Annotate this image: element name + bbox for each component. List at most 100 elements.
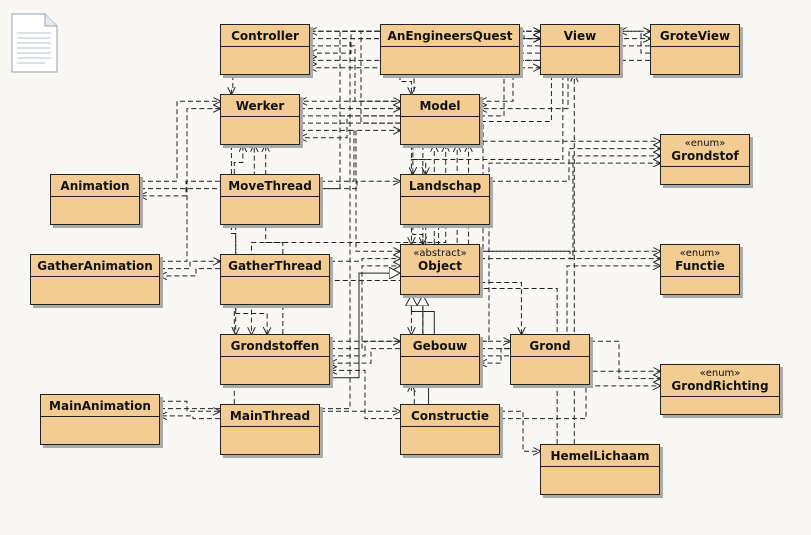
- dependency-edge-grondstoffen-werker: [266, 145, 284, 334]
- class-name: GroteView: [659, 29, 731, 43]
- class-anengineersquest[interactable]: AnEngineersQuest: [380, 24, 520, 75]
- dependency-edge-movethread-animation: [140, 180, 220, 196]
- dependency-edge-movethread-landschap: [320, 181, 400, 190]
- class-view[interactable]: View: [540, 24, 620, 75]
- class-stereotype: «enum»: [684, 138, 726, 149]
- class-name: Object: [418, 259, 462, 273]
- dependency-edge-view-landschap: [413, 75, 552, 174]
- class-object[interactable]: «abstract»Object: [400, 244, 480, 295]
- class-functie[interactable]: «enum»Functie: [660, 244, 740, 295]
- class-separator: [31, 276, 159, 277]
- class-groteview[interactable]: GroteView: [650, 24, 740, 75]
- class-name: GrondRichting: [671, 379, 769, 393]
- class-name: Constructie: [410, 409, 490, 423]
- class-name: Landschap: [408, 179, 482, 193]
- dependency-edge-gatherthread-object: [330, 259, 400, 262]
- dependency-edge-constructie-hemellichaam: [500, 410, 540, 451]
- document-icon: [11, 13, 59, 77]
- dependency-edge-model-controller: [310, 31, 400, 124]
- dependency-edge-movethread-model: [320, 130, 400, 182]
- class-separator: [541, 466, 659, 467]
- class-separator: [401, 116, 479, 117]
- dependency-edge-gatheranimation-werker: [160, 109, 220, 262]
- dependency-edge-anengineersquest-view: [520, 30, 540, 38]
- class-gatheranimation[interactable]: GatherAnimation: [30, 254, 160, 305]
- class-separator: [41, 416, 159, 417]
- dependency-edge-werker-object: [300, 129, 400, 251]
- class-separator: [221, 426, 319, 427]
- class-grondstof[interactable]: «enum»Grondstof: [660, 134, 750, 185]
- class-separator: [221, 46, 309, 47]
- class-separator: [221, 276, 329, 277]
- dependency-edge-grond-grondrichting: [590, 340, 660, 378]
- dependency-edge-model-werker: [300, 115, 400, 138]
- class-name: GatherAnimation: [37, 259, 153, 273]
- class-stereotype: «enum»: [699, 368, 741, 379]
- class-grondstoffen[interactable]: Grondstoffen: [220, 334, 330, 385]
- dependency-edge-anengineersquest-controller: [310, 30, 380, 53]
- dependency-edge-model-landschap: [410, 145, 425, 174]
- class-separator: [221, 116, 299, 117]
- class-separator: [221, 356, 329, 357]
- dependency-edge-gatherthread-gatheranimation: [160, 268, 220, 276]
- dependency-edge-view-werker: [300, 59, 540, 101]
- dependency-edge-groteview-view: [620, 31, 650, 54]
- class-name: Grond: [529, 339, 571, 353]
- dependency-edge-anengineersquest-model: [399, 75, 411, 94]
- dependency-edge-landschap-object: [412, 225, 423, 244]
- class-name: AnEngineersQuest: [387, 29, 513, 43]
- class-separator: [661, 166, 749, 167]
- class-name: Gebouw: [412, 339, 468, 353]
- dependency-edge-gatherthread-grondstoffen: [235, 305, 267, 334]
- class-name: Functie: [675, 259, 725, 273]
- dependency-edge-constructie-gebouw: [411, 385, 414, 404]
- class-mainthread[interactable]: MainThread: [220, 404, 320, 455]
- class-name: HemelLichaam: [550, 449, 650, 463]
- class-constructie[interactable]: Constructie: [400, 404, 500, 455]
- class-gatherthread[interactable]: GatherThread: [220, 254, 330, 305]
- class-gebouw[interactable]: Gebouw: [400, 334, 480, 385]
- dependency-edge-object-grondstof: [480, 156, 660, 260]
- inheritance-edge-grondstoffen-object: [330, 273, 400, 379]
- dependency-edge-grondstoffen-object: [330, 266, 400, 350]
- dependency-edge-controller-werker: [231, 75, 232, 94]
- class-animation[interactable]: Animation: [50, 174, 140, 225]
- class-name: View: [563, 29, 597, 43]
- dependency-edge-grondstoffen-grondstof: [330, 163, 660, 342]
- class-separator: [511, 356, 589, 357]
- class-separator: [401, 276, 479, 277]
- class-name: MainThread: [229, 409, 311, 423]
- dependency-edge-animation-werker: [140, 101, 220, 182]
- dependency-edge-mainthread-model: [233, 145, 457, 404]
- dependency-edge-constructie-grondstoffen: [330, 370, 400, 420]
- class-separator: [401, 356, 479, 357]
- class-name: Werker: [235, 99, 285, 113]
- class-grondrichting[interactable]: «enum»GrondRichting: [660, 364, 780, 415]
- dependency-edge-grond-gebouw: [480, 348, 510, 364]
- class-werker[interactable]: Werker: [220, 94, 300, 145]
- class-movethread[interactable]: MoveThread: [220, 174, 320, 225]
- class-separator: [401, 426, 499, 427]
- class-name: Grondstoffen: [230, 339, 320, 353]
- class-name: MainAnimation: [49, 399, 151, 413]
- dependency-edge-grondstoffen-gebouw: [330, 341, 400, 357]
- class-name: Animation: [60, 179, 130, 193]
- class-mainanimation[interactable]: MainAnimation: [40, 394, 160, 445]
- class-controller[interactable]: Controller: [220, 24, 310, 75]
- class-name: Grondstof: [671, 149, 739, 163]
- class-separator: [381, 46, 519, 47]
- class-stereotype: «enum»: [679, 248, 721, 259]
- dependency-edge-view-object: [411, 75, 564, 244]
- class-model[interactable]: Model: [400, 94, 480, 145]
- dependency-edge-landschap-grondstof: [490, 149, 660, 182]
- class-name: Model: [419, 99, 461, 113]
- class-separator: [401, 196, 489, 197]
- dependency-edge-werker-grondstof: [300, 115, 660, 141]
- class-separator: [541, 46, 619, 47]
- class-stereotype: «abstract»: [413, 248, 467, 259]
- class-hemellichaam[interactable]: HemelLichaam: [540, 444, 660, 495]
- class-landschap[interactable]: Landschap: [400, 174, 490, 225]
- dependency-edge-model-view: [480, 68, 540, 117]
- class-grond[interactable]: Grond: [510, 334, 590, 385]
- class-name: GatherThread: [228, 259, 322, 273]
